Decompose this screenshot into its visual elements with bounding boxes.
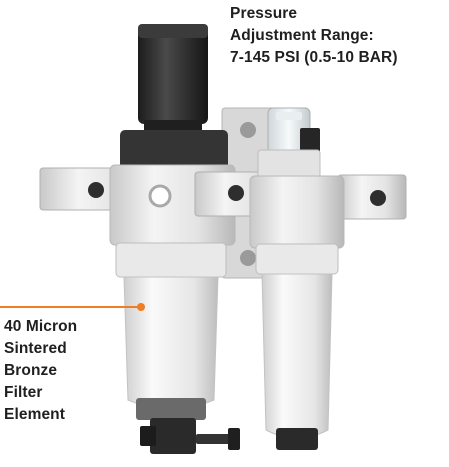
- pressure-callout-line-1: Pressure: [230, 5, 298, 22]
- adjustment-knob-icon: [138, 24, 208, 134]
- filter-callout-line-5: Element: [4, 406, 65, 423]
- filter-element-callout: 40 Micron Sintered Bronze Filter Element: [4, 316, 77, 426]
- pressure-callout-line-3: 7-145 PSI (0.5-10 BAR): [230, 49, 398, 66]
- filter-callout-line-4: Filter: [4, 384, 43, 401]
- pressure-range-callout: Pressure Adjustment Range: 7-145 PSI (0.…: [230, 3, 398, 69]
- filter-callout-leader-line: [0, 306, 141, 308]
- filter-callout-line-3: Bronze: [4, 362, 58, 379]
- mounting-bracket-right: [337, 174, 407, 220]
- filter-callout-line-1: 40 Micron: [4, 318, 78, 335]
- filter-callout-leader-dot: [137, 303, 145, 311]
- drain-valve-icon: [140, 418, 240, 454]
- pressure-callout-line-2: Adjustment Range:: [230, 27, 374, 44]
- filter-callout-line-2: Sintered: [4, 340, 67, 357]
